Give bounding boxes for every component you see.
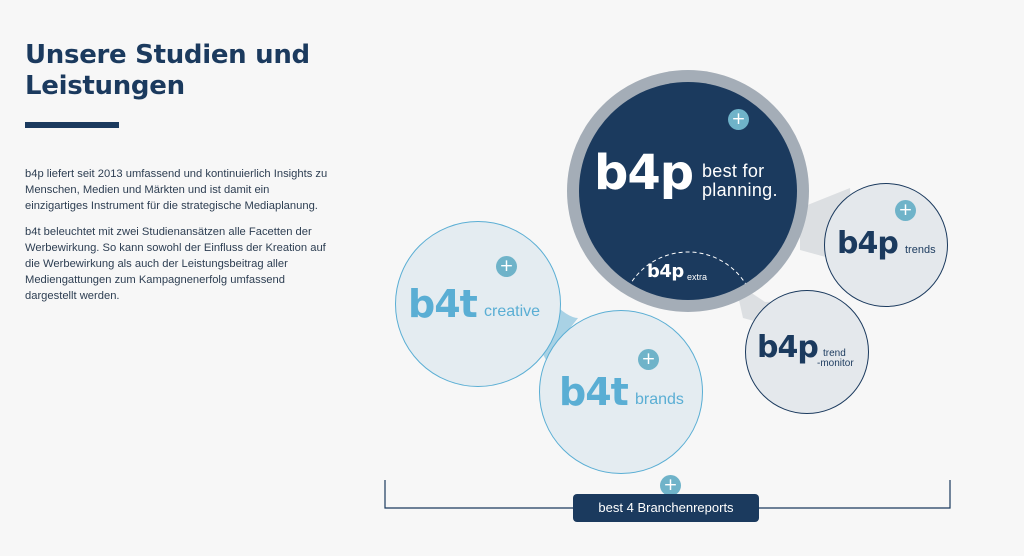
b4t-brands-logo: b4t	[559, 370, 629, 414]
b4p-trend-monitor-suffix-line1: trend	[823, 348, 846, 359]
b4p-main-circle[interactable]	[567, 70, 809, 312]
title-underline	[25, 122, 119, 128]
b4t-creative-suffix: creative	[484, 303, 541, 320]
b4p-trends-logo: b4p	[837, 226, 899, 261]
intro-paragraph-b4p: b4p liefert seit 2013 umfassend und kont…	[25, 168, 328, 213]
branchenreports-button[interactable]: best 4 Branchenreports	[573, 494, 759, 522]
b4t-creative-logo: b4t	[408, 282, 478, 326]
b4p-main-logo: b4p	[594, 145, 694, 201]
intro-paragraph-b4t: b4t beleuchtet mit zwei Studienansätzen …	[25, 225, 326, 303]
b4p-extra-logo[interactable]: b4p	[647, 261, 684, 282]
b4t-brands-circle[interactable]	[539, 310, 703, 474]
b4p-trends-suffix: trends	[905, 244, 936, 256]
b4p-trend-monitor-circle[interactable]	[745, 290, 869, 414]
intro-section: Unsere Studien und Leistungen b4p liefer…	[25, 40, 345, 305]
b4p-main-inner	[579, 82, 797, 300]
b4p-trends-plus-button[interactable]: +	[895, 200, 916, 221]
b4t-creative-plus-button[interactable]: +	[496, 256, 517, 277]
b4p-extra-suffix: extra	[687, 272, 708, 282]
b4p-main-tagline: best for planning.	[702, 161, 778, 200]
b4t-brands-plus-button[interactable]: +	[638, 349, 659, 370]
b4p-extra-arc	[622, 251, 754, 300]
page-title: Unsere Studien und Leistungen	[25, 40, 310, 101]
b4t-creative-circle[interactable]	[395, 221, 561, 387]
b4p-main-plus-button[interactable]: +	[728, 109, 749, 130]
b4p-trend-monitor-suffix-line2: -monitor	[817, 358, 854, 369]
reports-plus-button[interactable]: +	[660, 475, 681, 496]
b4t-brands-suffix: brands	[635, 391, 684, 408]
b4p-trend-monitor-logo: b4p	[757, 330, 819, 365]
b4p-trends-circle[interactable]	[824, 183, 948, 307]
